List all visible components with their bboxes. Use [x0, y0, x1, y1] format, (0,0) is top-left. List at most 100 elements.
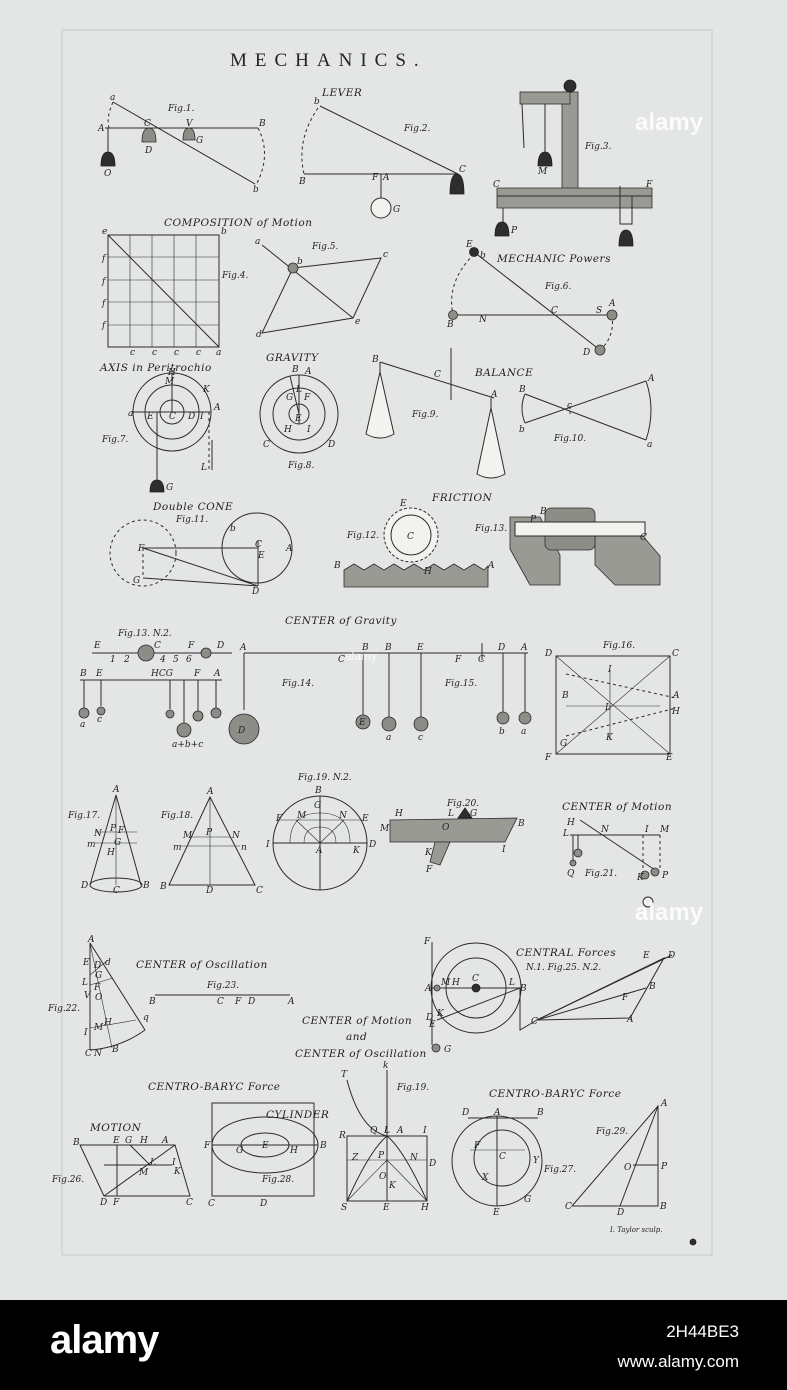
svg-text:L: L: [562, 829, 569, 839]
svg-text:D: D: [216, 641, 224, 651]
svg-text:D: D: [187, 412, 195, 422]
svg-text:1: 1: [110, 655, 116, 665]
svg-text:C: C: [434, 370, 441, 380]
watermark-text-3: alamy: [345, 649, 377, 663]
svg-text:M: M: [659, 825, 670, 835]
svg-text:I: I: [644, 825, 649, 835]
svg-text:F: F: [621, 993, 629, 1003]
svg-text:A: A: [287, 997, 295, 1007]
section-motion: MOTION: [89, 1122, 142, 1134]
watermark-text-2: alamy: [635, 899, 704, 926]
svg-text:E: E: [95, 669, 103, 679]
svg-text:B: B: [291, 365, 299, 375]
svg-text:D: D: [497, 643, 505, 653]
fig20-label: Fig.20.: [446, 799, 479, 809]
svg-text:G: G: [470, 809, 477, 819]
svg-text:D: D: [205, 886, 213, 896]
watermark-group: alamy alamy alamy: [345, 109, 704, 926]
svg-text:a: a: [255, 237, 260, 247]
svg-text:F: F: [117, 826, 125, 836]
svg-text:E: E: [82, 958, 90, 968]
svg-text:c: c: [196, 348, 201, 358]
svg-text:L: L: [81, 978, 88, 988]
svg-text:A: A: [396, 1126, 404, 1136]
svg-text:A: A: [239, 643, 247, 653]
fig9-label: Fig.9.: [411, 410, 438, 420]
svg-text:I: I: [501, 845, 506, 855]
engraver-signature: I. Taylor sculp.: [609, 1226, 662, 1234]
svg-text:C: C: [208, 1199, 215, 1209]
svg-text:f: f: [101, 277, 107, 287]
svg-text:E: E: [261, 1141, 269, 1151]
svg-text:B: B: [314, 786, 322, 796]
svg-text:F: F: [187, 641, 195, 651]
svg-text:H: H: [167, 368, 176, 378]
svg-text:C: C: [459, 165, 466, 175]
svg-text:E: E: [361, 814, 369, 824]
svg-text:5: 5: [173, 655, 179, 665]
svg-text:B: B: [111, 1045, 119, 1055]
svg-text:G: G: [286, 393, 293, 403]
svg-text:HCG: HCG: [150, 669, 173, 679]
svg-text:A: A: [304, 367, 312, 377]
svg-text:G: G: [114, 838, 121, 848]
svg-text:F: F: [425, 865, 433, 875]
svg-text:k: k: [383, 1061, 388, 1071]
svg-text:c: c: [567, 401, 572, 411]
svg-text:C: C: [113, 886, 120, 896]
svg-text:E: E: [428, 1020, 436, 1030]
svg-text:a: a: [110, 93, 115, 103]
svg-text:A: A: [672, 691, 680, 701]
svg-text:C: C: [478, 655, 485, 665]
svg-text:f: f: [101, 299, 107, 309]
svg-text:H: H: [289, 1146, 298, 1156]
svg-text:D: D: [80, 881, 88, 891]
footer-url[interactable]: www.alamy.com: [617, 1352, 739, 1371]
svg-text:F: F: [203, 1141, 211, 1151]
svg-text:f: f: [101, 321, 107, 331]
svg-text:A: A: [493, 1108, 501, 1118]
svg-text:O: O: [95, 993, 103, 1003]
fig10-balance-lines: Fig.10. BA ba c: [518, 374, 655, 450]
svg-text:N: N: [231, 831, 241, 841]
fig23-label: Fig.23.: [206, 981, 239, 991]
fig8-label: Fig.8.: [287, 461, 314, 471]
svg-text:I: I: [306, 425, 311, 435]
svg-text:E: E: [465, 240, 473, 250]
svg-text:D: D: [99, 1198, 107, 1208]
svg-text:P: P: [660, 1162, 668, 1172]
fig1-label: Fig.1.: [167, 104, 194, 114]
svg-text:c: c: [418, 733, 423, 743]
svg-text:m: m: [87, 840, 96, 850]
svg-text:a: a: [128, 409, 133, 419]
svg-text:G: G: [133, 576, 140, 586]
svg-text:B: B: [361, 643, 369, 653]
svg-text:L: L: [200, 463, 207, 473]
svg-text:D: D: [582, 348, 590, 358]
fig15-label: Fig.15.: [444, 679, 477, 689]
section-axis: AXIS in Peritrochio: [99, 362, 212, 374]
svg-text:Z: Z: [351, 1153, 359, 1163]
svg-text:C: C: [551, 306, 558, 316]
svg-text:C: C: [338, 655, 345, 665]
svg-text:S: S: [596, 306, 602, 316]
svg-text:B: B: [519, 984, 527, 994]
svg-text:e: e: [102, 227, 107, 237]
footer-bar: alamy 2H44BE3 www.alamy.com: [0, 1300, 787, 1390]
svg-text:P: P: [205, 828, 213, 838]
svg-text:H: H: [394, 809, 403, 819]
fig29-label: Fig.29.: [595, 1127, 628, 1137]
svg-text:b: b: [297, 257, 303, 267]
fig19-label: Fig.19.: [396, 1083, 429, 1093]
svg-text:I: I: [171, 1158, 176, 1168]
svg-text:4: 4: [159, 655, 166, 665]
svg-text:H: H: [106, 848, 115, 858]
footer-logo[interactable]: alamy: [50, 1318, 159, 1362]
svg-text:L: L: [447, 809, 454, 819]
